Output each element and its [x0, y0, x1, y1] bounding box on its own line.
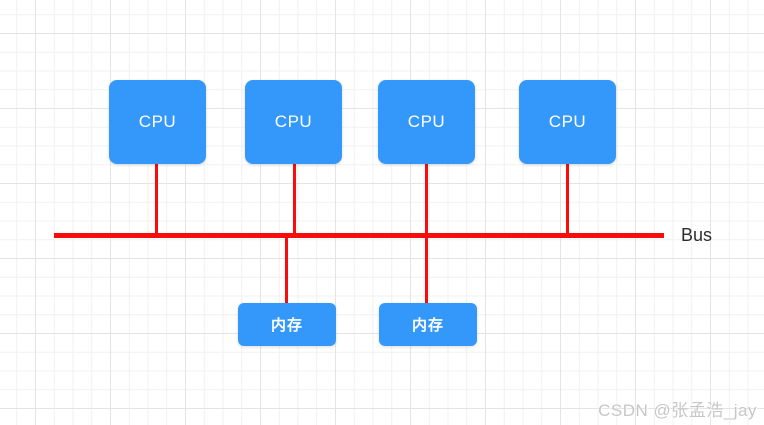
cpu-node-label: CPU: [138, 112, 177, 131]
bus-line: [54, 233, 664, 238]
cpu-node-3: CPU: [378, 80, 475, 164]
connector-cpu3-bus: [424, 164, 428, 235]
connector-bus-memory2: [424, 235, 428, 303]
csdn-watermark: CSDN @张孟浩_jay: [598, 401, 757, 420]
memory-node-1: 内存: [238, 303, 336, 346]
bus-label: Bus: [681, 225, 713, 245]
cpu-node-4: CPU: [519, 80, 616, 164]
connector-cpu4-bus: [565, 164, 569, 235]
connector-cpu1-bus: [154, 164, 158, 235]
memory-node-label: 内存: [411, 317, 444, 334]
cpu-node-2: CPU: [245, 80, 342, 164]
cpu-node-label: CPU: [407, 112, 446, 131]
connector-cpu2-bus: [292, 164, 296, 235]
memory-node-label: 内存: [270, 317, 303, 334]
cpu-node-label: CPU: [548, 112, 587, 131]
memory-node-2: 内存: [379, 303, 477, 346]
cpu-node-1: CPU: [109, 80, 206, 164]
cpu-node-label: CPU: [274, 112, 313, 131]
connector-bus-memory1: [284, 235, 288, 303]
